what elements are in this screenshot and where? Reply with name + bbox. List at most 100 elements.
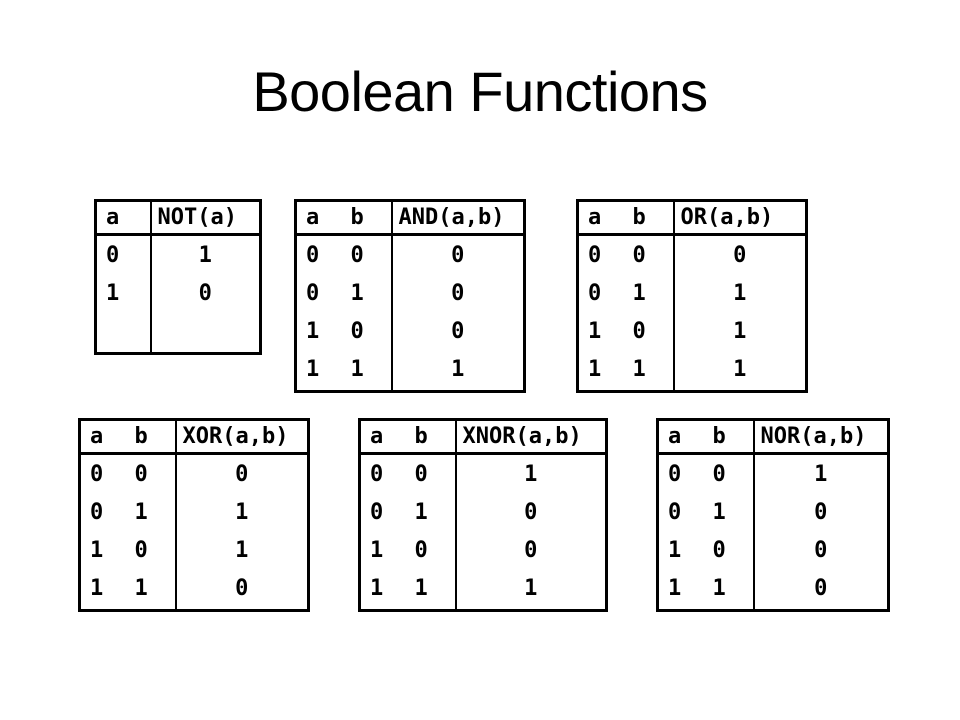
table-cell: 0	[306, 242, 320, 268]
table-cell: 0	[134, 537, 148, 563]
column-header: b	[712, 424, 726, 449]
table-cell: 0	[752, 569, 889, 611]
table-cell: 0	[350, 242, 364, 268]
table-cell: 0	[672, 234, 807, 274]
column-header: a	[306, 205, 320, 230]
column-header: b	[350, 205, 364, 230]
truth-table-and: a b AND(a,b) 0 0 0 0 1 0 1 0 0 1 1 1	[294, 199, 526, 393]
table-row: 1 1 1	[360, 569, 607, 611]
table-cell: 0	[370, 461, 384, 487]
table-cell: 0	[390, 274, 525, 312]
column-header: a	[668, 424, 682, 449]
table-row-empty	[96, 312, 261, 354]
table-cell: 0	[588, 280, 602, 306]
table-row: 0 1 0	[296, 274, 525, 312]
table-cell: 0	[632, 318, 646, 344]
column-header: OR(a,b)	[672, 200, 807, 235]
table-row: 1 1 1	[578, 350, 807, 392]
table-cell: 0	[414, 537, 428, 563]
table-cell: 1	[752, 453, 889, 493]
table-cell: 0	[668, 461, 682, 487]
table-cell: 0	[174, 569, 309, 611]
table-header-row: a b AND(a,b)	[295, 200, 525, 235]
table-cell: 1	[306, 356, 320, 382]
table-header-row: a b NOR(a,b)	[657, 419, 889, 454]
table-cell: 1	[90, 537, 104, 563]
table-row: 0 0 0	[296, 234, 525, 274]
column-header: b	[632, 205, 646, 230]
table-cell: 0	[752, 531, 889, 569]
table-cell: 1	[414, 575, 428, 601]
truth-table-not: a NOT(a) 0 1 1 0	[94, 199, 262, 355]
table-cell: 0	[454, 493, 607, 531]
truth-table-xor: a b XOR(a,b) 0 0 0 0 1 1 1 0 1 1 1 0	[78, 418, 310, 612]
table-row: 1 1 0	[80, 569, 309, 611]
table-cell: 1	[668, 575, 682, 601]
column-header: a	[370, 424, 384, 449]
table-cell: 1	[672, 350, 807, 392]
table-cell: 1	[106, 280, 120, 306]
table-row: 1 0	[96, 274, 261, 312]
table-row: 0 1 1	[80, 493, 309, 531]
table-cell: 1	[588, 318, 602, 344]
table-row: 0 1 0	[360, 493, 607, 531]
table-cell: 1	[390, 350, 525, 392]
column-header: NOR(a,b)	[752, 419, 889, 454]
table-cell: 0	[712, 537, 726, 563]
table-cell: 1	[454, 569, 607, 611]
table-row: 0 1 0	[658, 493, 889, 531]
table-cell: 1	[174, 531, 309, 569]
column-header: XOR(a,b)	[174, 419, 309, 454]
table-cell: 1	[632, 356, 646, 382]
table-cell: 0	[370, 499, 384, 525]
table-cell: 0	[90, 499, 104, 525]
table-row: 1 0 0	[296, 312, 525, 350]
table-cell: 0	[632, 242, 646, 268]
column-header: a	[90, 424, 104, 449]
table-cell: 0	[588, 242, 602, 268]
column-header: b	[134, 424, 148, 449]
table-cell: 0	[390, 234, 525, 274]
table-cell: 1	[672, 312, 807, 350]
table-cell: 1	[668, 537, 682, 563]
table-cell: 0	[454, 531, 607, 569]
column-header: XNOR(a,b)	[454, 419, 607, 454]
table-cell: 0	[149, 274, 261, 312]
table-cell: 0	[134, 461, 148, 487]
table-header-row: a b XNOR(a,b)	[359, 419, 607, 454]
table-cell: 1	[712, 575, 726, 601]
table-row: 0 1 1	[578, 274, 807, 312]
table-cell: 1	[134, 499, 148, 525]
table-row: 1 1 0	[658, 569, 889, 611]
table-header-row: a b XOR(a,b)	[79, 419, 309, 454]
truth-table-nor: a b NOR(a,b) 0 0 1 0 1 0 1 0 0 1 1 0	[656, 418, 890, 612]
table-cell: 1	[414, 499, 428, 525]
truth-table-xnor: a b XNOR(a,b) 0 0 1 0 1 0 1 0 0 1 1 1	[358, 418, 608, 612]
table-cell: 1	[454, 453, 607, 493]
table-cell: 1	[149, 234, 261, 274]
table-header-row: a b OR(a,b)	[577, 200, 807, 235]
table-cell: 1	[672, 274, 807, 312]
table-row: 1 0 0	[360, 531, 607, 569]
table-cell: 1	[134, 575, 148, 601]
table-row: 0 0 1	[658, 453, 889, 493]
table-cell: 0	[174, 453, 309, 493]
table-cell: 1	[350, 280, 364, 306]
slide-title: Boolean Functions	[252, 60, 708, 123]
table-cell: 1	[370, 575, 384, 601]
table-row: 0 1	[96, 234, 261, 274]
table-cell: 1	[90, 575, 104, 601]
column-header: a	[106, 205, 120, 230]
table-cell: 0	[350, 318, 364, 344]
table-row: 1 1 1	[296, 350, 525, 392]
table-row: 0 0 0	[80, 453, 309, 493]
table-cell: 0	[106, 242, 120, 268]
table-row: 1 0 1	[80, 531, 309, 569]
table-row: 0 0 1	[360, 453, 607, 493]
table-cell: 0	[752, 493, 889, 531]
table-cell: 1	[174, 493, 309, 531]
column-header: NOT(a)	[149, 200, 261, 235]
table-header-row: a NOT(a)	[95, 200, 261, 235]
table-row: 0 0 0	[578, 234, 807, 274]
table-cell: 0	[90, 461, 104, 487]
